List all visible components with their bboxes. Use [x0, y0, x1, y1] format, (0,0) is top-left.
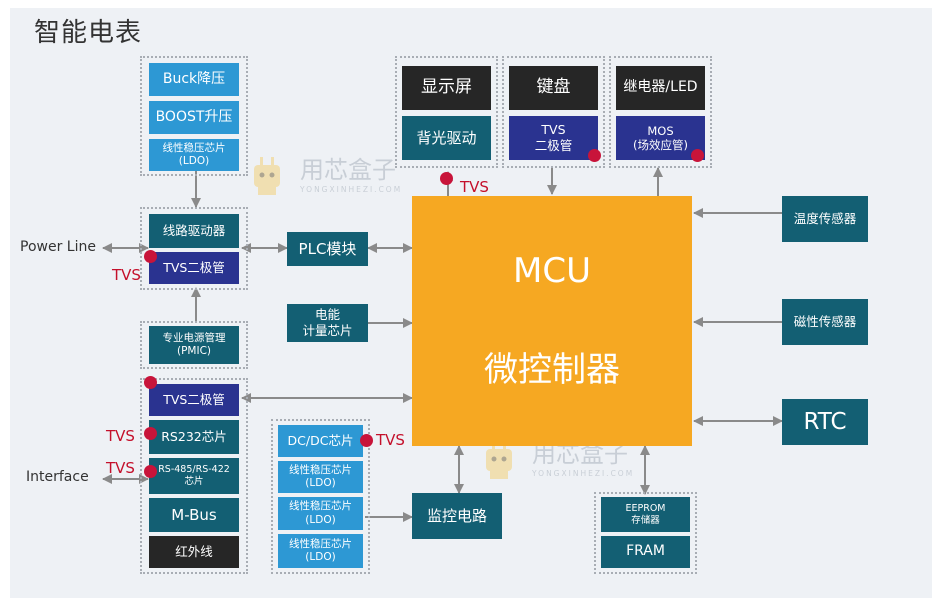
group-pmic [140, 321, 248, 369]
tvs-label-rs485: TVS [106, 459, 135, 477]
block-mcu: MCU 微控制器 [412, 196, 692, 446]
group-memory [594, 492, 697, 574]
block-ldo-top: 线性稳压芯片 (LDO) [149, 139, 239, 171]
block-infrared: 红外线 [149, 536, 239, 568]
tvs-dot-dcdc [360, 434, 373, 447]
block-temp-sensor: 温度传感器 [782, 196, 868, 242]
tvs-label-power-line: TVS [112, 266, 141, 284]
block-mag-sensor: 磁性传感器 [782, 299, 868, 345]
group-power-line [140, 207, 248, 290]
tvs-dot-power [144, 250, 157, 263]
block-backlight: 背光驱动 [402, 116, 491, 160]
block-mos: MOS (场效应管) [616, 116, 705, 160]
block-boost: BOOST升压 [149, 101, 239, 134]
block-buck: Buck降压 [149, 63, 239, 96]
tvs-dot-backlight [440, 172, 453, 185]
block-tvs-keypad: TVS 二极管 [509, 116, 598, 160]
block-dcdc: DC/DC芯片 [278, 425, 363, 457]
block-ldo-b2: 线性稳压芯片 (LDO) [278, 497, 363, 530]
group-power-conversion [140, 56, 248, 176]
mcu-title: MCU [513, 251, 591, 292]
watermark-top-text: 用芯盒子 [300, 156, 396, 184]
page-title: 智能电表 [34, 18, 143, 48]
watermark-top: 用芯盒子 YONGXINHEZI.COM [244, 153, 402, 199]
block-line-driver: 线路驱动器 [149, 214, 239, 248]
group-interface [140, 378, 248, 574]
block-rs232: RS232芯片 [149, 420, 239, 454]
group-dc-power [271, 419, 370, 574]
block-ldo-b3: 线性稳压芯片 (LDO) [278, 534, 363, 568]
tvs-dot-rs232 [144, 427, 157, 440]
tvs-dot-rs485 [144, 465, 157, 478]
label-interface: Interface [26, 469, 89, 485]
block-rtc: RTC [782, 399, 868, 445]
block-display: 显示屏 [402, 66, 491, 110]
group-display [395, 56, 498, 168]
block-monitor: 监控电路 [412, 493, 502, 539]
group-relay [609, 56, 712, 168]
block-fram: FRAM [601, 536, 690, 568]
block-energy-meter: 电能 计量芯片 [287, 304, 368, 342]
mcu-subtitle: 微控制器 [484, 349, 620, 390]
block-mbus: M-Bus [149, 498, 239, 532]
watermark-bottom-text: 用芯盒子 [532, 440, 628, 468]
block-pmic: 专业电源管理 (PMIC) [149, 326, 239, 364]
watermark-top-sub: YONGXINHEZI.COM [300, 185, 403, 194]
block-tvs-interface: TVS二极管 [149, 384, 239, 416]
tvs-label-dcdc: TVS [376, 431, 405, 449]
block-tvs-power: TVS二极管 [149, 252, 239, 284]
block-ldo-b1: 线性稳压芯片 (LDO) [278, 461, 363, 493]
block-relay-led: 继电器/LED [616, 66, 705, 110]
block-keypad: 键盘 [509, 66, 598, 110]
tvs-dot-mos [691, 149, 704, 162]
robot-logo-icon [254, 157, 280, 195]
watermark-bottom-sub: YONGXINHEZI.COM [532, 469, 635, 478]
tvs-dot-interface [144, 376, 157, 389]
block-rs485: RS-485/RS-422 芯片 [149, 458, 239, 494]
tvs-dot-keypad [588, 149, 601, 162]
label-power-line: Power Line [20, 239, 96, 255]
block-plc: PLC模块 [287, 232, 368, 266]
group-keypad [502, 56, 605, 168]
tvs-label-backlight: TVS [460, 178, 489, 196]
block-eeprom: EEPROM 存储器 [601, 497, 690, 532]
tvs-label-rs232: TVS [106, 427, 135, 445]
